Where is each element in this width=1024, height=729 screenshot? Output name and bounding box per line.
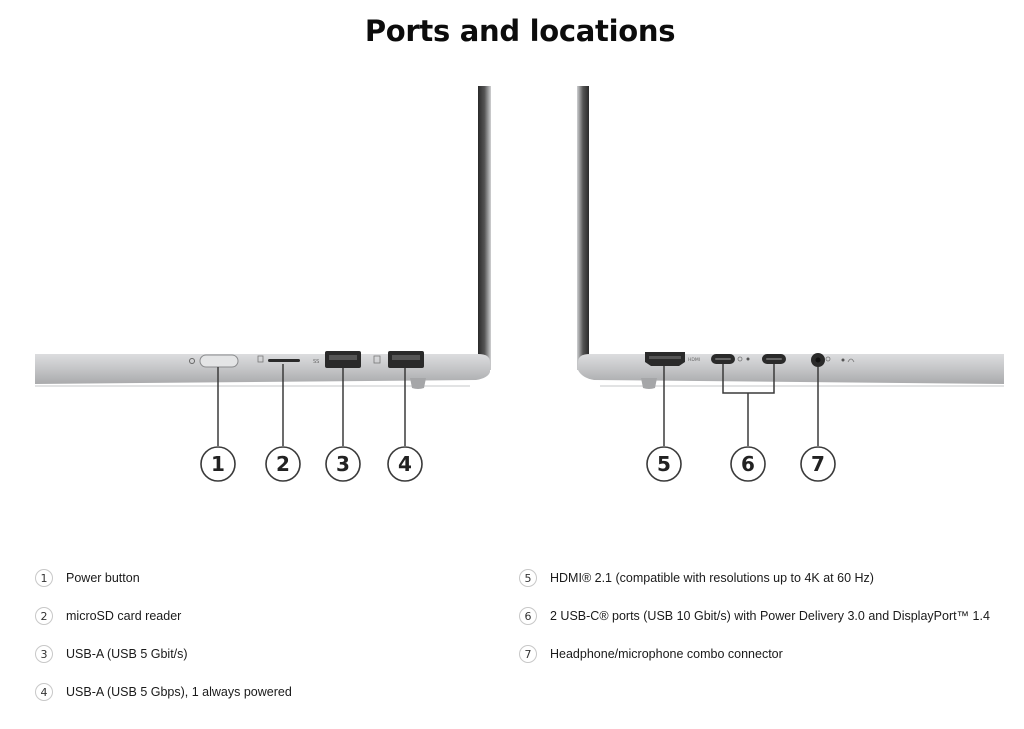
legend-text-1: Power button: [66, 571, 140, 585]
callout-3: 3: [325, 446, 361, 482]
legend-item-5: 5 HDMI® 2.1 (compatible with resolutions…: [519, 567, 874, 589]
callout-7-label: 7: [811, 452, 825, 476]
callout-3-label: 3: [336, 452, 350, 476]
left-lid: [478, 86, 491, 370]
callout-6-label: 6: [741, 452, 755, 476]
right-foot: [641, 378, 657, 389]
legend-text-2: microSD card reader: [66, 609, 182, 623]
callout-lines: [217, 364, 819, 446]
callout-5: 5: [646, 446, 682, 482]
callout-6: 6: [730, 446, 766, 482]
legend-item-3: 3 USB-A (USB 5 Gbit/s): [35, 643, 188, 665]
power-button-port: [189, 354, 239, 368]
legend-text-4: USB-A (USB 5 Gbps), 1 always powered: [66, 685, 292, 699]
left-foot: [410, 378, 426, 389]
legend-text-7: Headphone/microphone combo connector: [550, 647, 783, 661]
legend-num-4: 4: [35, 683, 53, 701]
right-side-laptop: HDMI: [577, 86, 1004, 389]
callout-7: 7: [800, 446, 836, 482]
right-lid: [577, 86, 589, 370]
callout-4: 4: [387, 446, 423, 482]
left-base: [35, 354, 490, 384]
legend-item-4: 4 USB-A (USB 5 Gbps), 1 always powered: [35, 681, 292, 703]
hdmi-port: HDMI: [645, 352, 700, 366]
legend-num-3: 3: [35, 645, 53, 663]
callout-2: 2: [265, 446, 301, 482]
left-side-laptop: SS: [35, 86, 491, 389]
callout-1: 1: [200, 446, 236, 482]
callout-1-label: 1: [211, 452, 225, 476]
legend-item-1: 1 Power button: [35, 567, 140, 589]
legend-text-6: 2 USB-C® ports (USB 10 Gbit/s) with Powe…: [550, 609, 990, 623]
usb-a-port-1: SS: [313, 351, 361, 368]
page-title: Ports and locations: [364, 14, 676, 48]
legend-num-5: 5: [519, 569, 537, 587]
hdmi-port-label: HDMI: [688, 357, 700, 363]
usb-c-port-2: [762, 354, 786, 364]
legend-num-7: 7: [519, 645, 537, 663]
legend-text-5: HDMI® 2.1 (compatible with resolutions u…: [550, 571, 874, 585]
usb-c-port-1: [711, 354, 750, 364]
callout-5-label: 5: [657, 452, 671, 476]
callout-4-label: 4: [398, 452, 412, 476]
callout-2-label: 2: [276, 452, 290, 476]
legend-item-7: 7 Headphone/microphone combo connector: [519, 643, 783, 665]
audio-jack: [811, 353, 855, 367]
legend-num-1: 1: [35, 569, 53, 587]
usb-a-port-2: [373, 351, 424, 368]
microsd-slot: [257, 355, 300, 363]
legend-item-6: 6 2 USB-C® ports (USB 10 Gbit/s) with Po…: [519, 605, 990, 627]
svg-text:SS: SS: [313, 359, 319, 365]
legend-num-2: 2: [35, 607, 53, 625]
legend-item-2: 2 microSD card reader: [35, 605, 181, 627]
legend-num-6: 6: [519, 607, 537, 625]
legend-text-3: USB-A (USB 5 Gbit/s): [66, 647, 188, 661]
